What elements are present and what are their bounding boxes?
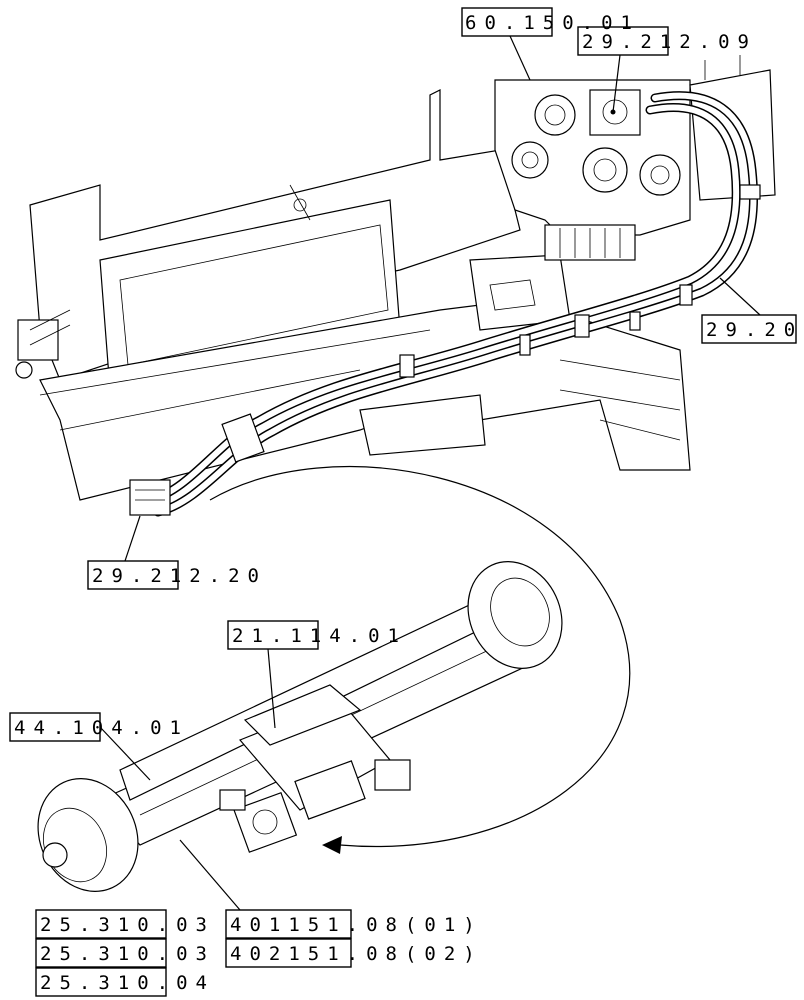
reference-29-212-20[interactable]: 29.212.20 (87, 515, 267, 590)
ref-label-44-104-01: 44.104.01 (14, 717, 189, 739)
reference-29-20[interactable]: 29.20 (701, 277, 803, 344)
ref-label-25-310-04: 25.310.04 (40, 972, 215, 994)
ref-label-25-310-03-a: 25.310.03 (40, 914, 215, 936)
reference-44-104-01[interactable]: 44.104.01 (9, 712, 189, 781)
reference-25-310-03-b[interactable]: 25.310.03 (35, 938, 215, 968)
ref-label-402151-08: 402151.08(02) (230, 943, 483, 965)
reference-29-212-09[interactable]: 29.212.09 (577, 26, 757, 115)
reference-21-114-01[interactable]: 21.114.01 (227, 620, 407, 729)
ref-label-29-212-09: 29.212.09 (582, 31, 757, 53)
reference-25-310-03-a[interactable]: 25.310.03 (35, 839, 241, 939)
hydraulic-hose-bundle (129, 91, 761, 517)
ref-label-29-212-20: 29.212.20 (92, 565, 267, 587)
ref-label-21-114-01: 21.114.01 (232, 625, 407, 647)
reference-60-150-01[interactable]: 60.150.01 (461, 7, 640, 81)
view-rotation-arrow (209, 466, 631, 854)
ref-label-60-150-01: 60.150.01 (465, 12, 640, 34)
reference-401151-08[interactable]: 401151.08(01) (225, 909, 483, 939)
ref-label-25-310-03-b: 25.310.03 (40, 943, 215, 965)
reference-25-310-04[interactable]: 25.310.04 (35, 967, 215, 997)
ref-label-29-20: 29.20 (706, 319, 803, 341)
reference-402151-08[interactable]: 402151.08(02) (225, 938, 483, 968)
ref-label-401151-08: 401151.08(01) (230, 914, 483, 936)
drive-axle-assembly (37, 561, 563, 892)
hitch-assembly (15, 309, 71, 379)
